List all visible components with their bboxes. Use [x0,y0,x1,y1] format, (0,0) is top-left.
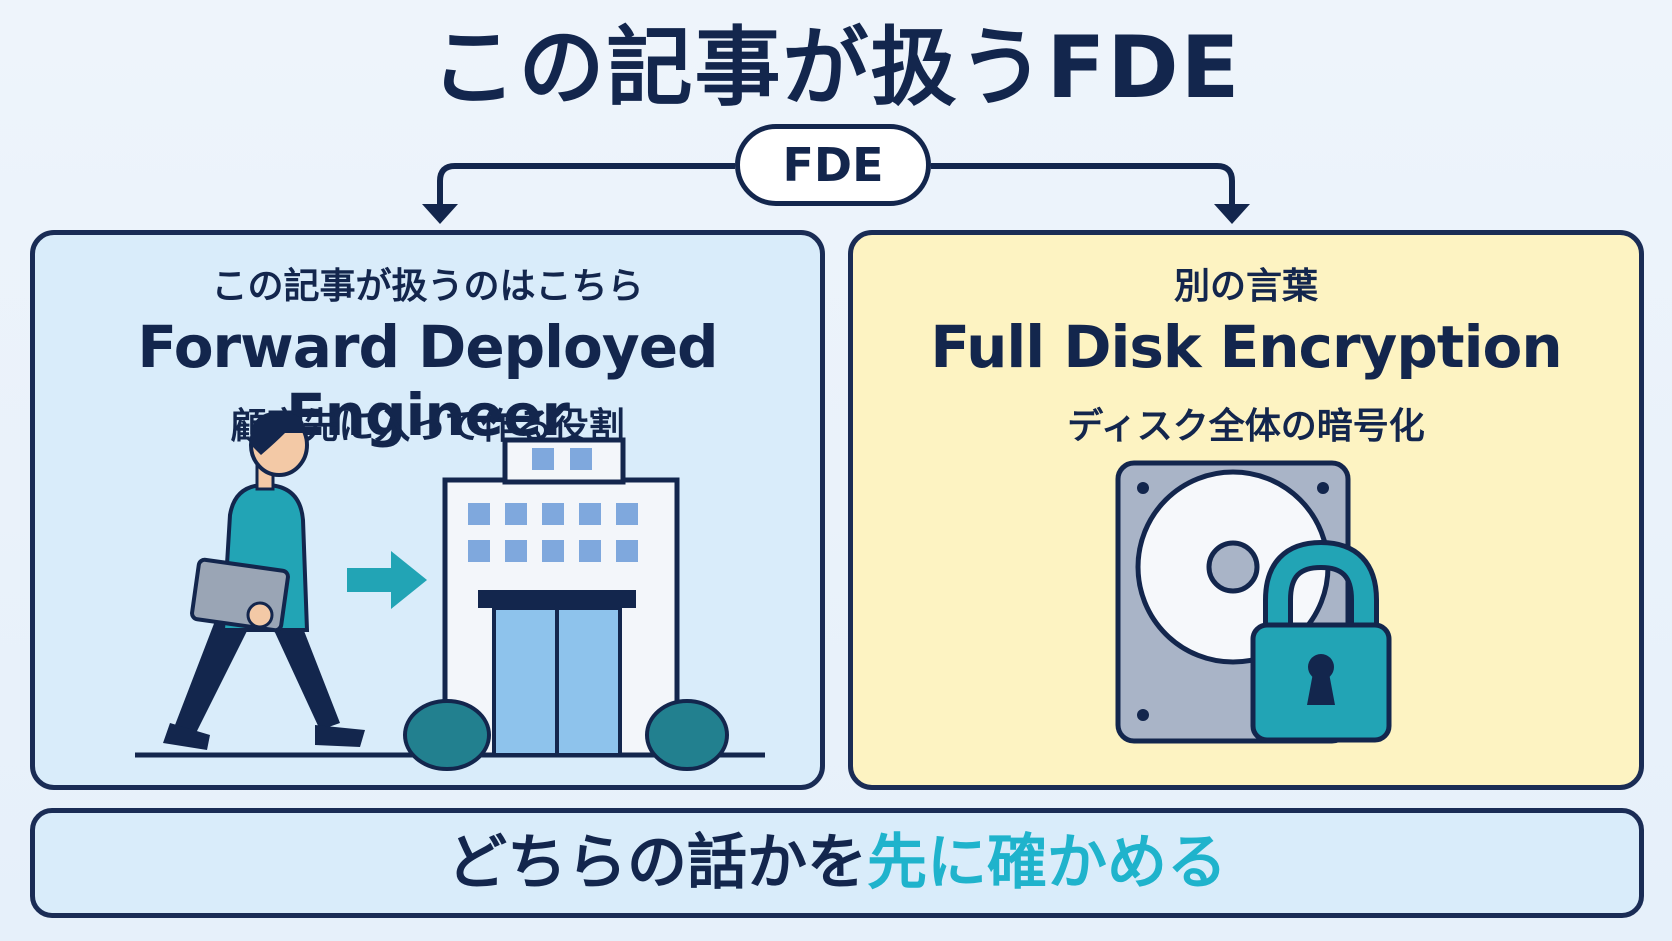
bottom-message: どちらの話かを先に確かめる [30,808,1644,918]
engineer-illustration [135,411,765,771]
full-disk-encryption-panel: 別の言葉 Full Disk Encryption ディスク全体の暗号化 [848,230,1644,790]
left-panel-name: Forward Deployed Engineer [137,313,718,449]
page-title: この記事が扱うFDE [430,18,1242,118]
fde-label-pill: FDE [735,124,931,206]
office-building-icon [403,437,729,771]
left-panel-subtitle: この記事が扱うのはこちら [211,266,644,307]
right-panel-description: ディスク全体の暗号化 [1067,406,1425,447]
bottom-message-accent: 先に確かめる [867,828,1227,898]
branch-connector [422,163,1250,224]
padlock-icon [1250,539,1392,743]
disk-encryption-illustration [1115,460,1392,744]
person-walking-icon [163,411,365,750]
right-panel-name: Full Disk Encryption [930,313,1562,381]
forward-deployed-engineer-panel: この記事が扱うのはこちら Forward Deployed Engineer 顧… [30,230,825,790]
right-panel-subtitle: 別の言葉 [1173,266,1318,307]
bottom-message-plain: どちらの話かを [447,828,867,898]
arrow-right-icon [347,551,427,609]
